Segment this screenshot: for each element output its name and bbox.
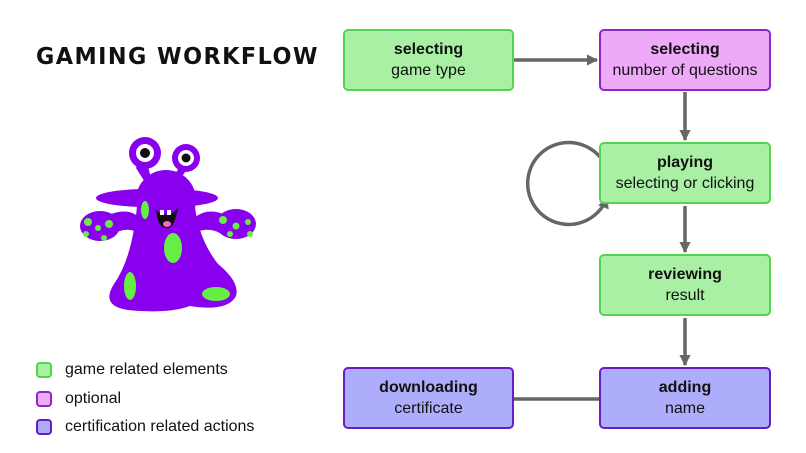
legend-item-certification: certification related actions	[36, 413, 254, 442]
legend: game related elements optional certifica…	[36, 356, 254, 442]
node-playing-title: playing	[656, 154, 713, 171]
monster-mascot-icon	[80, 137, 256, 312]
node-downloading-text: certificate	[394, 400, 463, 417]
legend-swatch-game	[36, 362, 52, 379]
node-select-game-type-text: game type	[391, 62, 466, 79]
node-select-questions: selecting number of questions	[599, 29, 771, 91]
node-select-questions-text: number of questions	[612, 62, 758, 79]
node-select-game-type-title: selecting	[393, 41, 464, 58]
node-adding-name: adding name	[599, 367, 771, 429]
node-reviewing: reviewing result	[599, 254, 771, 316]
legend-item-optional: optional	[36, 385, 254, 414]
legend-label-game: game related elements	[65, 361, 228, 379]
edge-playing-self-loop	[525, 140, 609, 227]
legend-item-game: game related elements	[36, 356, 254, 385]
node-downloading-title: downloading	[379, 379, 478, 396]
node-reviewing-title: reviewing	[648, 266, 722, 283]
node-adding-name-text: name	[664, 400, 706, 417]
node-playing: playing selecting or clicking	[599, 142, 771, 204]
node-adding-name-title: adding	[658, 379, 712, 396]
legend-label-certification: certification related actions	[65, 418, 255, 436]
legend-swatch-optional	[36, 390, 52, 407]
legend-swatch-certification	[36, 419, 52, 436]
node-playing-text: selecting or clicking	[615, 175, 755, 192]
legend-label-optional: optional	[65, 389, 122, 407]
node-reviewing-text: result	[665, 287, 705, 304]
node-select-questions-title: selecting	[650, 41, 720, 58]
node-select-game-type: selecting game type	[343, 29, 514, 91]
diagram-title: GAMING WORKFLOW	[36, 44, 319, 70]
node-downloading: downloading certificate	[343, 367, 514, 429]
